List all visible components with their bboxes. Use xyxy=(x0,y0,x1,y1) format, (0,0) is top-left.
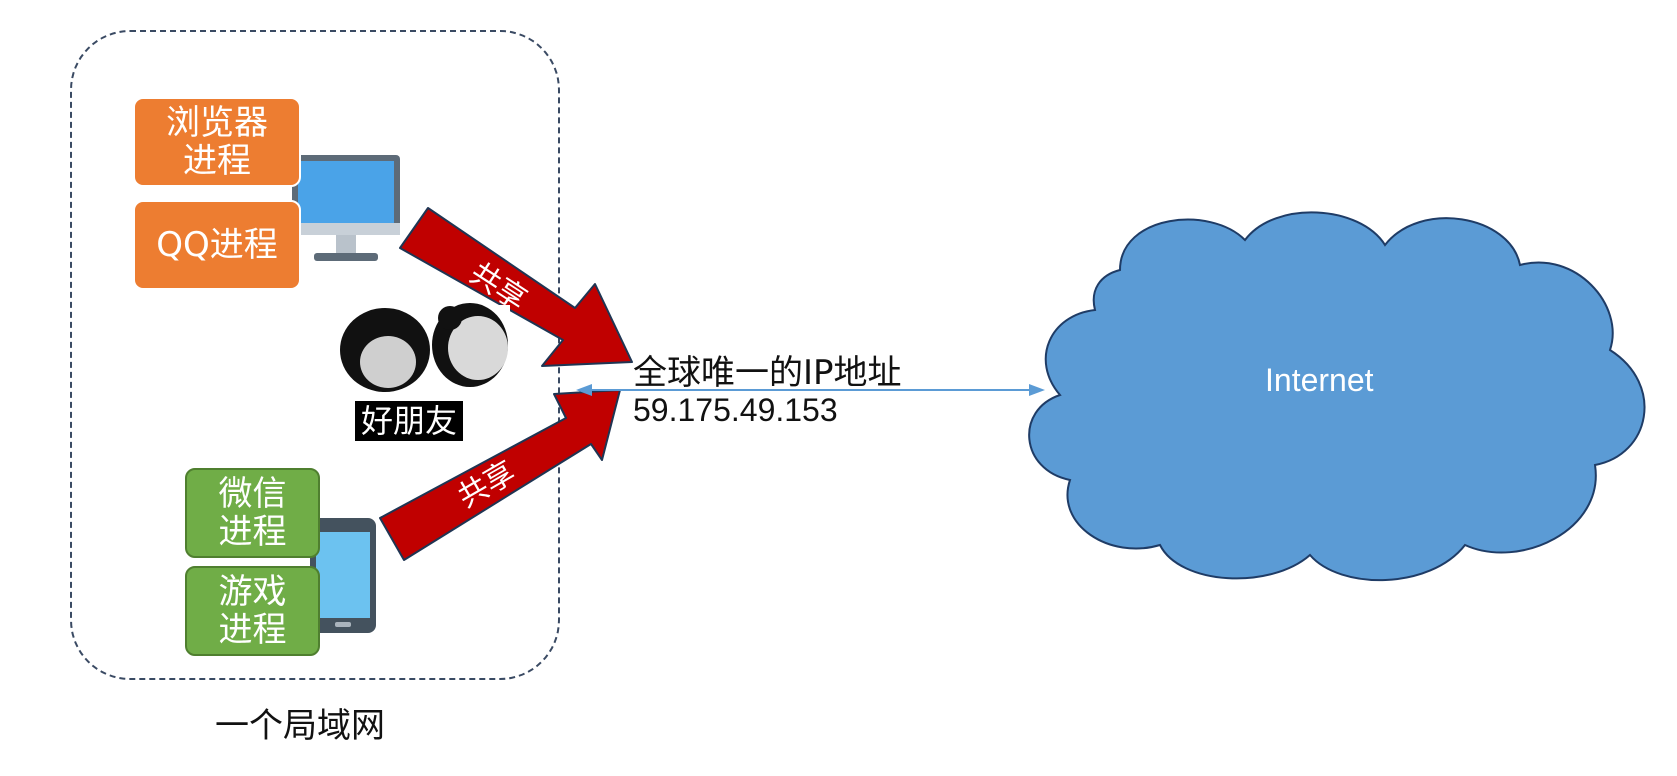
smartphone-icon xyxy=(310,518,376,633)
cloud-icon xyxy=(1028,211,1646,581)
friends-caption: 好朋友 xyxy=(355,401,464,441)
browser-process-box: 浏览器 进程 xyxy=(133,97,301,187)
wechat-process-box: 微信 进程 xyxy=(185,468,320,558)
network-link xyxy=(576,384,1045,396)
share-arrow-top xyxy=(399,207,633,367)
ip-title: 全球唯一的IP地址 xyxy=(633,353,902,393)
qq-process-box: QQ进程 xyxy=(133,200,301,290)
ip-address: 59.175.49.153 xyxy=(633,392,838,428)
internet-label: Internet xyxy=(1265,362,1374,398)
game-process-box: 游戏 进程 xyxy=(185,566,320,656)
desktop-computer-icon xyxy=(292,155,400,261)
share-arrow-bottom xyxy=(379,389,621,561)
lan-label: 一个局域网 xyxy=(215,706,385,746)
